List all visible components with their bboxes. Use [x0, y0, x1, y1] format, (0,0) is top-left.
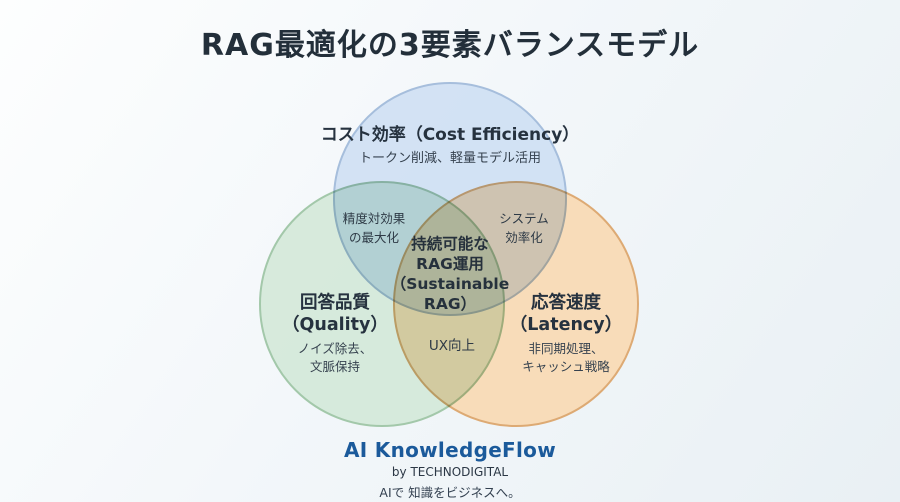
quality-label-line2: （Quality）: [282, 315, 388, 335]
overlap-cost-quality-line2: の最大化: [348, 230, 400, 245]
overlap-quality-latency-label: UX向上: [428, 338, 476, 354]
center-line2: RAG運用: [416, 255, 484, 273]
overlap-cost-quality-line1: 精度対効果: [342, 211, 406, 226]
center-label: 持続可能な RAG運用 （Sustainable RAG）: [391, 234, 510, 314]
center-line3: （Sustainable: [390, 275, 510, 293]
overlap-cost-quality-label: 精度対効果 の最大化: [343, 209, 406, 247]
latency-sub: 非同期処理、 キャッシュ戦略: [522, 340, 610, 376]
center-line1: 持続可能な: [411, 235, 489, 253]
latency-label-line2: （Latency）: [509, 315, 623, 335]
quality-sub: ノイズ除去、 文脈保持: [298, 340, 373, 376]
center-line4: RAG）: [423, 295, 477, 313]
latency-sub-line1: 非同期処理、: [528, 341, 604, 356]
overlap-cost-latency-line1: システム: [499, 211, 549, 226]
latency-sub-line2: キャッシュ戦略: [522, 359, 610, 374]
overlap-cost-latency-line2: 効率化: [505, 230, 543, 245]
overlap-cost-latency-label: システム 効率化: [499, 209, 549, 247]
brand-tagline: AIで 知識をビジネスへ。: [379, 485, 521, 500]
quality-label-line1: 回答品質: [299, 293, 370, 313]
brand-byline: by TECHNODIGITAL: [391, 465, 509, 479]
quality-label: 回答品質 （Quality）: [282, 292, 388, 336]
quality-sub-line2: 文脈保持: [309, 359, 361, 374]
latency-label-line1: 応答速度: [531, 293, 601, 313]
quality-sub-line1: ノイズ除去、: [297, 341, 373, 356]
page-title: RAG最適化の3要素バランスモデル: [200, 28, 700, 63]
brand-name: AI KnowledgeFlow: [344, 438, 556, 462]
cost-efficiency-sub: トークン削減、軽量モデル活用: [358, 151, 542, 166]
cost-efficiency-label: コスト効率（Cost Efficiency）: [320, 125, 580, 145]
latency-circle: [393, 181, 639, 427]
latency-label: 応答速度 （Latency）: [510, 292, 622, 336]
footer: AI KnowledgeFlow by TECHNODIGITAL AIで 知識…: [0, 438, 900, 501]
